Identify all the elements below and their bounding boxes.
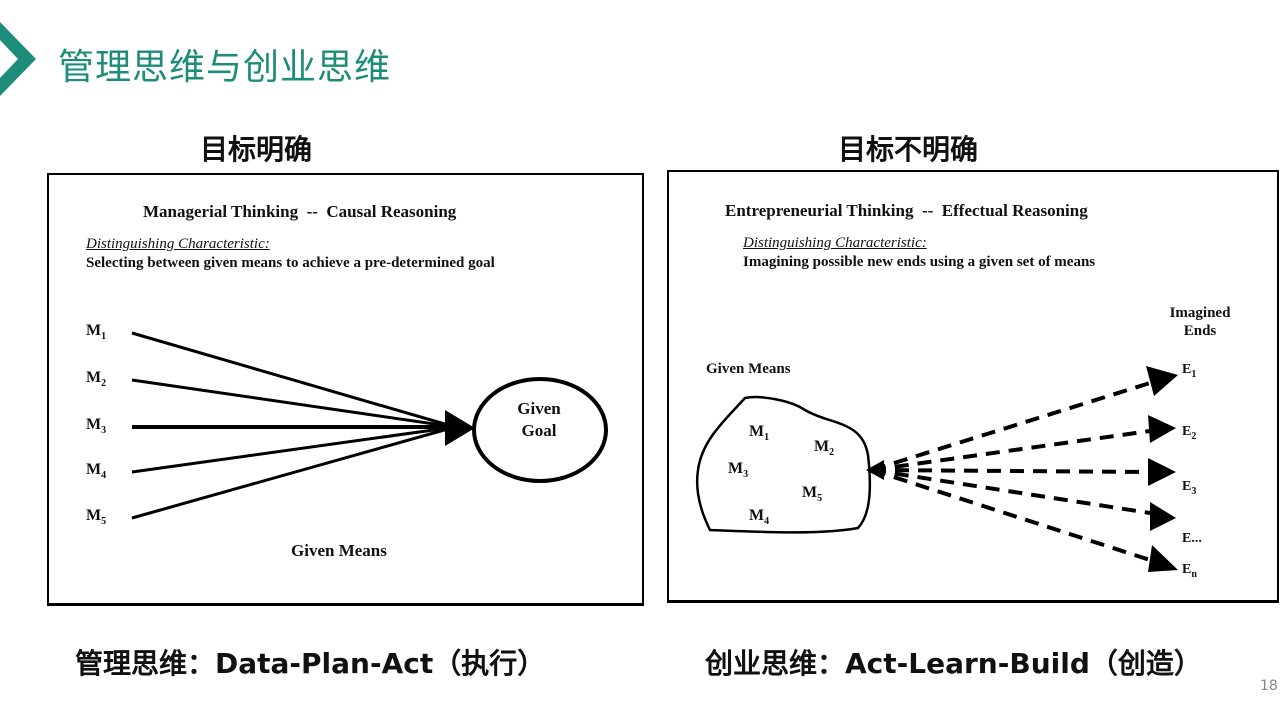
- left-footer: 管理思维：Data-Plan-Act（执行）: [75, 647, 546, 680]
- right-char-text: Imagining possible new ends using a give…: [743, 254, 1096, 270]
- mean-label-1: M1: [86, 322, 107, 343]
- left-char-label: Distinguishing Characteristic:: [86, 236, 270, 252]
- entrepreneurial-diagram: [667, 170, 1279, 603]
- page-number: 18: [1260, 678, 1278, 694]
- mean-label-3: M3: [728, 460, 749, 481]
- end-label-1: E1: [1182, 362, 1197, 380]
- mean-label-2: M2: [814, 438, 835, 459]
- left-char-text: Selecting between given means to achieve…: [86, 255, 495, 271]
- end-label-n: En: [1182, 562, 1197, 580]
- mean-label-1: M1: [749, 423, 770, 444]
- left-means-label: Given Means: [291, 541, 387, 560]
- left-subtitle: 目标明确: [200, 133, 313, 166]
- right-footer: 创业思维：Act-Learn-Build（创造）: [705, 647, 1202, 680]
- right-heading: Entrepreneurial Thinking -- Effectual Re…: [725, 201, 1088, 220]
- page-title: 管理思维与创业思维: [58, 47, 392, 88]
- chevron-right-icon: [0, 22, 36, 96]
- right-subtitle: 目标不明确: [838, 133, 979, 166]
- mean-label-3: M3: [86, 416, 107, 437]
- mean-label-5: M5: [86, 507, 107, 528]
- mean-label-4: M4: [86, 461, 107, 482]
- right-char-label: Distinguishing Characteristic:: [743, 235, 927, 251]
- end-label-3: E3: [1182, 479, 1197, 497]
- mean-label-2: M2: [86, 369, 107, 390]
- left-heading: Managerial Thinking -- Causal Reasoning: [143, 202, 457, 221]
- mean-label-4: M4: [749, 507, 770, 528]
- end-label-etc: E...: [1182, 531, 1202, 546]
- mean-label-5: M5: [802, 484, 823, 505]
- end-label-2: E2: [1182, 424, 1197, 442]
- right-means-label: Given Means: [706, 361, 791, 377]
